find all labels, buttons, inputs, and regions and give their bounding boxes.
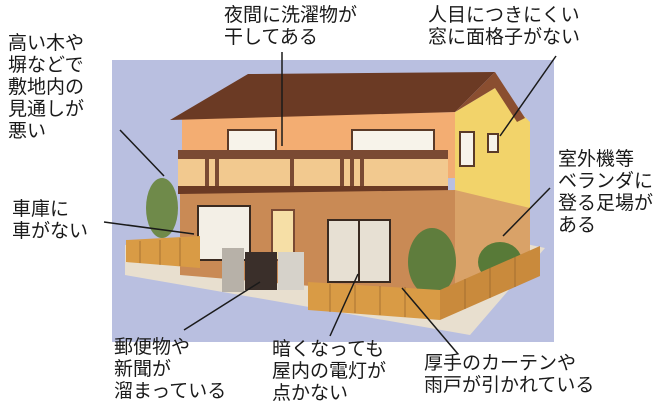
fence-left [126,236,200,268]
leader-mail [183,281,261,331]
fence-lattice [139,238,516,317]
label-lights-off: 暗くなっても 屋内の電灯が 点かない [272,338,387,404]
mailbox-pillar [278,252,304,290]
leader-curtains [401,287,459,355]
leader-lights-off [329,273,359,337]
label-window-grille: 人目につきにくい 窓に面格子がない [428,4,581,48]
label-outdoor-unit: 室外機等 ベランダに 登る足場が ある [558,148,654,236]
balcony-bottom-band [178,186,448,194]
label-laundry: 夜間に洗濯物が 干してある [224,4,358,48]
leader-outdoor-unit [502,187,551,237]
roof-edge [455,72,525,122]
side-window [459,131,475,167]
balcony-posts [205,158,364,190]
label-curtains: 厚手のカーテンや 雨戸が引かれている [424,352,595,396]
balcony-top-rail [178,150,448,159]
gate-pillar [222,248,244,292]
gate [245,252,277,290]
label-no-car: 車庫に 車がない [12,198,89,242]
tree-left [146,178,178,238]
label-tall-trees: 高い木や 塀などで 敷地内の 見通しが 悪い [8,32,85,142]
label-mail: 郵便物や 新聞が 溜まっている [114,336,227,402]
leader-tall-trees [119,129,165,177]
roof [170,72,495,120]
leader-window-grille [499,55,557,137]
balcony-body [178,159,448,190]
tree-right [408,228,456,296]
leader-no-car [103,221,195,235]
side-window-small [487,133,499,153]
